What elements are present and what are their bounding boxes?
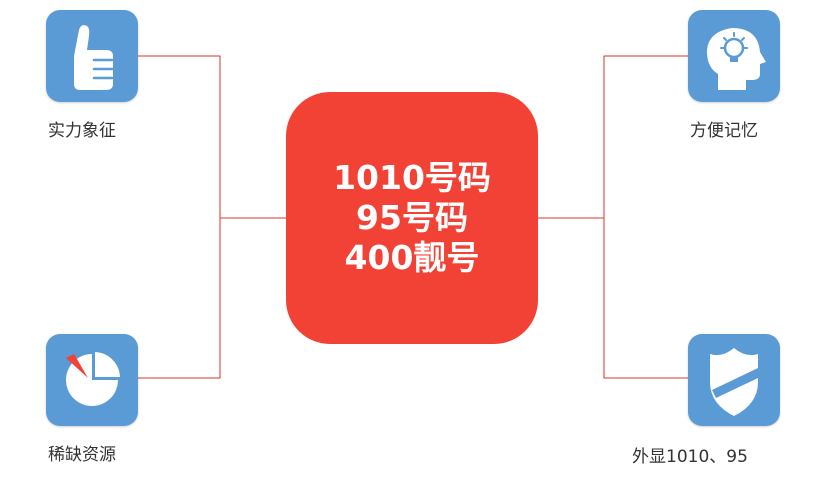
feature-label-scarcity: 稀缺资源 <box>48 445 116 465</box>
pie-chart-icon <box>66 352 120 406</box>
feature-label-display: 外显1010、95 <box>632 447 748 467</box>
feature-tile-strength <box>46 10 138 102</box>
center-box: 1010号码 95号码 400靓号 <box>286 92 538 344</box>
center-line-3: 400靓号 <box>344 238 480 277</box>
feature-tile-scarcity <box>46 334 138 426</box>
center-line-1: 1010号码 <box>333 158 491 197</box>
feature-tile-display <box>688 334 780 426</box>
feature-tile-memorable <box>688 10 780 102</box>
shield-badge-icon <box>710 348 758 416</box>
feature-label-memorable: 方便记忆 <box>690 121 758 141</box>
thumbs-up-icon <box>74 25 114 91</box>
head-lightbulb-icon <box>706 28 766 90</box>
center-line-2: 95号码 <box>356 198 468 237</box>
feature-label-strength: 实力象征 <box>48 121 116 141</box>
